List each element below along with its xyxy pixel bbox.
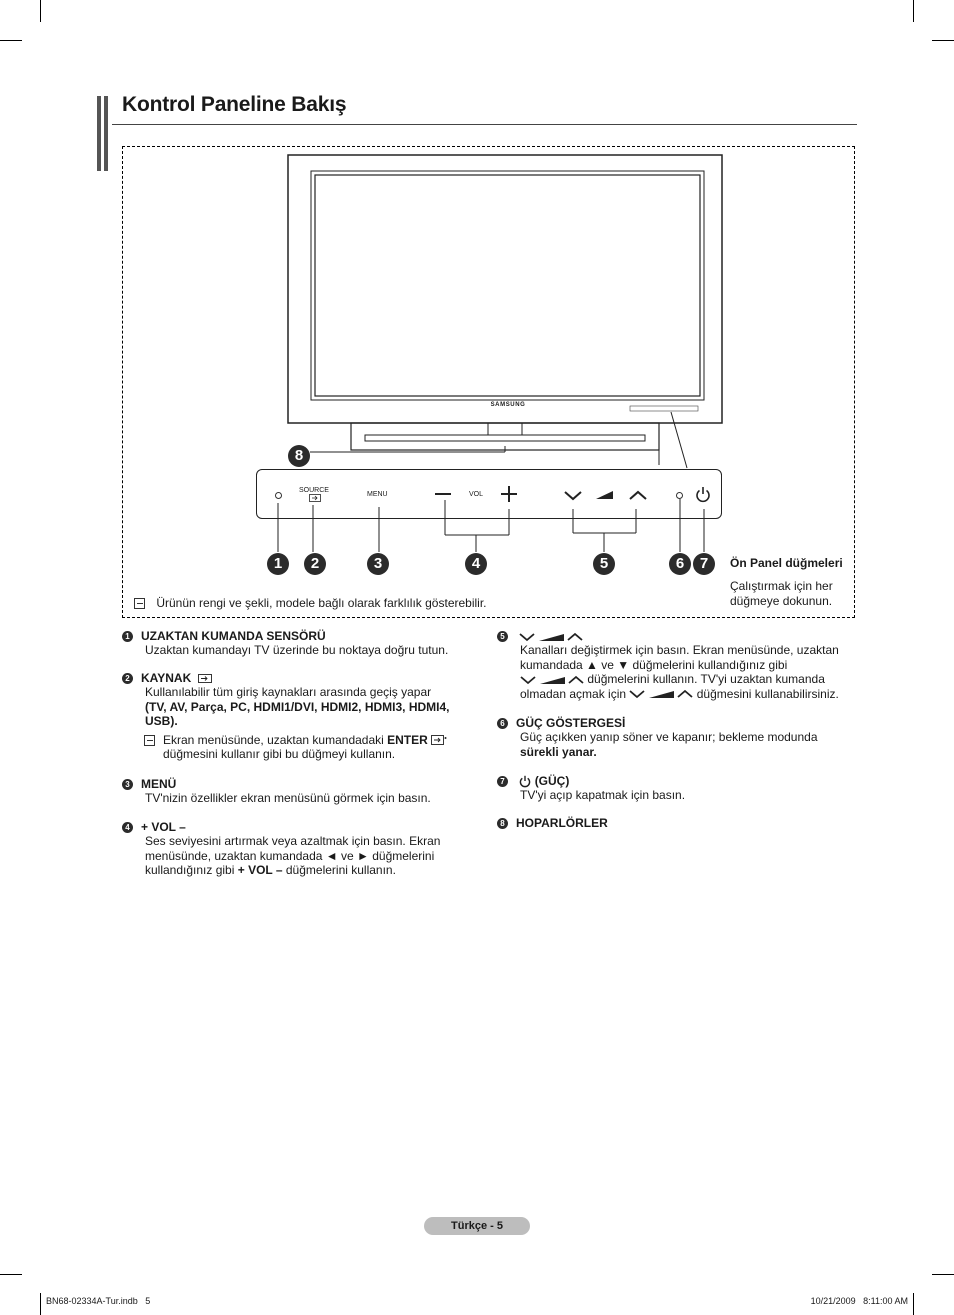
crop-mark — [932, 40, 954, 41]
power-icon[interactable] — [695, 486, 711, 503]
callout-leaders — [277, 499, 705, 552]
crop-mark — [40, 1293, 41, 1315]
item-text-pre: Ses seviyesini artırmak veya azaltmak iç… — [145, 834, 441, 877]
enter-label: ENTER — [387, 732, 428, 747]
crop-mark — [0, 1274, 22, 1275]
item-number: 8 — [497, 818, 508, 830]
source-icon — [309, 494, 321, 502]
crop-mark — [932, 1274, 954, 1275]
item-2: 2 KAYNAK Kullanılabilir tüm giriş kaynakl… — [122, 671, 462, 762]
item-heading: MENÜ — [141, 777, 177, 791]
item-8: 8 HOPARLÖRLER — [497, 816, 852, 830]
item-text: TV'nizin özellikler ekran menüsünü görme… — [145, 791, 431, 805]
callout-8: 8 — [288, 445, 310, 467]
callout-4: 4 — [465, 553, 487, 575]
title-rule — [112, 124, 857, 125]
footer-file: BN68-02334A-Tur.indb 5 — [46, 1296, 151, 1306]
item-number: 1 — [122, 631, 133, 643]
item-number: 6 — [497, 718, 508, 730]
item-number: 7 — [497, 776, 508, 788]
callout-2: 2 — [304, 553, 326, 575]
item-text-c: olmadan açmak için — [520, 686, 627, 701]
channel-icons — [519, 632, 583, 642]
figure-note-text: Ürünün rengi ve şekli, modele bağlı olar… — [156, 596, 487, 610]
item-heading: GÜÇ GÖSTERGESİ — [516, 716, 626, 730]
callout-1: 1 — [267, 553, 289, 575]
brand-logo: SAMSUNG — [490, 402, 526, 408]
note-post: düğmesini kullanır gibi bu düğmeyi kulla… — [163, 747, 396, 761]
item-bold-text: sürekli yanar. — [520, 744, 597, 759]
vol-label: VOL — [469, 491, 484, 498]
footer-date: 10/21/2009 8:11:00 AM — [810, 1296, 908, 1306]
callout-5: 5 — [593, 553, 615, 575]
item-4: 4 + VOL – Ses seviyesini artırmak veya az… — [122, 820, 462, 878]
crop-mark — [913, 0, 914, 22]
note-icon — [134, 598, 145, 610]
item-5: 5 Kanalları değiştirmek için basın. Ekra… — [497, 629, 852, 701]
item-text-d: düğmesini kullanabilirsiniz. — [696, 686, 839, 701]
source-label[interactable]: SOURCE — [299, 487, 329, 494]
crop-mark — [40, 0, 41, 22]
item-note: Ekran menüsünde, uzaktan kumandadaki ENT… — [144, 733, 463, 762]
item-heading: + VOL – — [141, 820, 186, 834]
vol-plus-button[interactable] — [501, 486, 517, 502]
item-text: TV'yi açıp kapatmak için basın. — [520, 788, 686, 803]
front-panel-strip — [256, 469, 722, 519]
item-heading: KAYNAK — [141, 671, 192, 685]
note-pre: Ekran menüsünde, uzaktan kumandadaki — [163, 732, 388, 747]
callout-6: 6 — [669, 553, 691, 575]
item-text-post: düğmelerini kullanın. — [282, 863, 396, 877]
vol-minus-button[interactable] — [435, 493, 451, 495]
item-text-a: Kanalları değiştirmek için basın. Ekran … — [520, 643, 839, 672]
channel-down-icon[interactable] — [563, 489, 583, 501]
item-heading: HOPARLÖRLER — [516, 816, 608, 830]
front-panel-text: Çalıştırmak için her düğmeye dokunun. — [730, 579, 833, 608]
figure-note: Ürünün rengi ve şekli, modele bağlı olar… — [134, 596, 487, 611]
crop-mark — [0, 40, 22, 41]
channel-icons — [629, 690, 693, 699]
item-1: 1 UZAKTAN KUMANDA SENSÖRÜ Uzaktan kumanda… — [122, 629, 462, 658]
power-icon — [520, 776, 531, 788]
callout-3: 3 — [367, 553, 389, 575]
crop-mark — [913, 1293, 914, 1315]
item-number: 4 — [122, 822, 133, 834]
item-bold-text: (TV, AV, Parça, PC, HDMI1/DVI, HDMI2, HD… — [145, 699, 450, 729]
page-number-pill: Türkçe - 5 — [424, 1217, 530, 1235]
item-3: 3 MENÜ TV'nizin özellikler ekran menüsünü… — [122, 777, 462, 806]
note-icon — [144, 734, 155, 746]
source-icon — [197, 674, 212, 684]
item-number: 5 — [497, 631, 508, 643]
menu-label[interactable]: MENU — [367, 491, 388, 498]
channel-wedge-icon — [596, 491, 613, 499]
channel-icons — [520, 675, 584, 685]
title-bar — [104, 96, 108, 171]
item-heading: (GÜÇ) — [534, 774, 570, 788]
power-indicator-icon — [676, 492, 683, 499]
page-title: Kontrol Paneline Bakış — [122, 93, 347, 116]
front-panel-title: Ön Panel düğmeleri — [730, 556, 843, 570]
title-bar — [97, 96, 101, 171]
item-text: Uzaktan kumandayı TV üzerinde bu noktaya… — [145, 643, 449, 657]
item-text-bold: + VOL – — [237, 863, 283, 877]
item-text-b: düğmelerini kullanın. TV'yi uzaktan kuma… — [587, 672, 825, 686]
tv-illustration — [287, 154, 723, 469]
figure-box — [122, 146, 855, 618]
callout-7: 7 — [693, 553, 715, 575]
remote-sensor-icon — [275, 492, 282, 499]
item-text: Kullanılabilir tüm giriş kaynakları aras… — [145, 685, 432, 699]
channel-up-icon[interactable] — [628, 489, 648, 501]
item-text: Güç açıkken yanıp söner ve kapanır; bekl… — [520, 730, 818, 744]
enter-icon — [431, 735, 447, 746]
item-number: 3 — [122, 779, 133, 791]
item-6: 6 GÜÇ GÖSTERGESİ Güç açıkken yanıp söner … — [497, 716, 852, 759]
item-7: 7 (GÜÇ) TV'yi açıp kapatmak için basın. — [497, 774, 852, 803]
item-number: 2 — [122, 673, 133, 685]
item-heading: UZAKTAN KUMANDA SENSÖRÜ — [141, 629, 326, 643]
item-text: Ses seviyesini artırmak veya azaltmak iç… — [145, 834, 455, 878]
